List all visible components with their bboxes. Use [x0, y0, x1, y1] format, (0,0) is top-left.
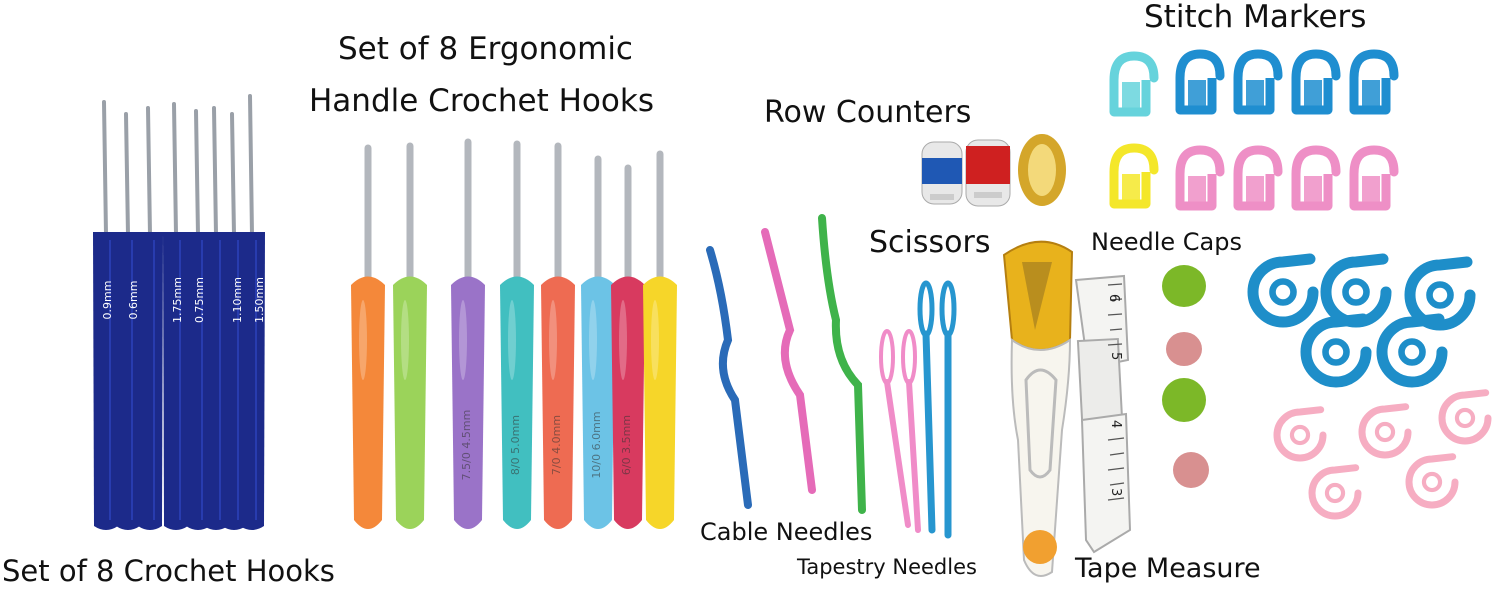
split-ring-marker: [1358, 403, 1412, 459]
hook-size-label: 1.50mm: [253, 277, 266, 323]
label-tapestry-needles: Tapestry Needles: [797, 555, 977, 579]
tapestry-needle: [917, 280, 936, 534]
tape-number: 4: [1108, 420, 1123, 428]
split-ring-marker: [1320, 253, 1392, 328]
hook-size-label: 0.6mm: [127, 281, 140, 320]
locking-stitch-marker: [1175, 145, 1225, 211]
steel-crochet-hook: [93, 100, 119, 530]
needle-cap-green: [1162, 378, 1206, 422]
label-ergonomic-line1: Set of 8 Ergonomic: [338, 31, 633, 67]
split-ring-marker: [1247, 253, 1319, 328]
steel-crochet-hook: [163, 102, 189, 530]
ergonomic-size-label: 7.5/0 4.5mm: [460, 410, 473, 481]
label-cable-needles: Cable Needles: [700, 518, 873, 546]
ergonomic-crochet-hook: [351, 144, 385, 529]
scissors: [1002, 240, 1074, 577]
split-ring-markers: [1247, 253, 1492, 520]
label-needle-caps: Needle Caps: [1091, 228, 1242, 256]
locking-stitch-marker: [1291, 49, 1341, 115]
cable-needles: [706, 214, 866, 514]
row-counters: [921, 134, 1066, 207]
tape-measure: 6 5 4 3: [1074, 274, 1132, 554]
split-ring-marker: [1308, 464, 1362, 520]
needle-caps: [1162, 265, 1209, 488]
ergonomic-crochet-hook: [643, 150, 677, 529]
row-counter-red: [965, 139, 1011, 207]
tape-number: 5: [1108, 352, 1123, 360]
steel-crochet-hook: [239, 94, 265, 530]
locking-stitch-marker: [1349, 145, 1399, 211]
steel-crochet-hooks: 0.9mm 0.6mm 1.75mm 0.75mm 1.10mm 1.50mm: [93, 94, 266, 530]
locking-stitch-marker: [1109, 51, 1159, 117]
cable-needle: [761, 228, 816, 494]
split-ring-marker: [1405, 453, 1459, 509]
scissors-button: [1023, 530, 1057, 564]
needle-cap-green: [1162, 265, 1206, 307]
tape-number: 3: [1108, 488, 1123, 496]
tapestry-needle: [901, 329, 921, 533]
locking-stitch-marker: [1349, 49, 1399, 115]
locking-stitch-marker: [1175, 49, 1225, 115]
label-scissors: Scissors: [869, 225, 991, 260]
ergonomic-size-label: 6/0 3.5mm: [620, 415, 633, 475]
label-row-counters: Row Counters: [764, 95, 972, 130]
ergonomic-size-label: 7/0 4.0mm: [550, 415, 563, 475]
thimble-ring: [1018, 134, 1066, 206]
ergonomic-crochet-hook: [500, 140, 534, 529]
split-ring-marker: [1273, 406, 1327, 462]
tapestry-needle: [879, 329, 911, 528]
hook-size-label: 1.10mm: [231, 277, 244, 323]
needle-cap-pink: [1173, 452, 1209, 488]
hook-size-label: 0.75mm: [193, 277, 206, 323]
ergonomic-crochet-hook: [611, 164, 645, 529]
split-ring-marker: [1404, 256, 1476, 331]
locking-stitch-marker: [1233, 145, 1283, 211]
locking-stitch-marker: [1291, 145, 1341, 211]
split-ring-marker: [1438, 389, 1492, 445]
split-ring-marker: [1376, 313, 1448, 388]
needle-cap-pink: [1166, 332, 1202, 366]
split-ring-marker: [1300, 313, 1372, 388]
ergonomic-crochet-hook: [581, 155, 615, 529]
steel-crochet-hook: [115, 112, 141, 530]
locking-stitch-marker: [1233, 49, 1283, 115]
hook-size-label: 0.9mm: [101, 281, 114, 320]
locking-stitch-marker: [1109, 143, 1159, 209]
tapestry-needles: [879, 280, 957, 539]
label-crochet-hooks: Set of 8 Crochet Hooks: [2, 554, 335, 588]
ergonomic-size-label: 10/0 6.0mm: [590, 411, 603, 478]
label-ergonomic-line2: Handle Crochet Hooks: [309, 83, 654, 119]
ergonomic-size-label: 8/0 5.0mm: [509, 415, 522, 475]
tape-number: 6: [1106, 294, 1121, 302]
cable-needle: [706, 246, 752, 509]
hook-size-label: 1.75mm: [171, 277, 184, 323]
tapestry-needle: [939, 280, 957, 539]
cable-needle: [818, 214, 866, 514]
row-counter-blue: [921, 141, 963, 205]
steel-crochet-hook: [137, 106, 163, 530]
stitch-markers: [1109, 49, 1399, 211]
ergonomic-crochet-hook: [541, 142, 575, 529]
ergonomic-crochet-hook: [451, 138, 485, 529]
ergonomic-crochet-hook: [393, 142, 427, 529]
ergonomic-crochet-hooks: 7.5/0 4.5mm 8/0 5.0mm 7/0 4.0mm 10/0 6.0mm 6…: [351, 138, 677, 529]
label-stitch-markers: Stitch Markers: [1144, 0, 1367, 35]
label-tape-measure: Tape Measure: [1075, 553, 1261, 584]
